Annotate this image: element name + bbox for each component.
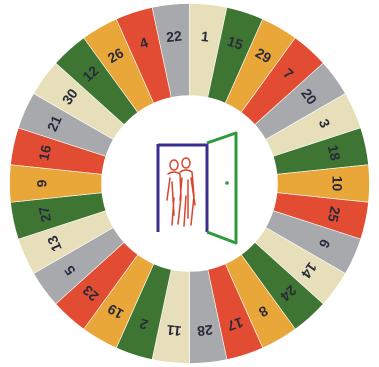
segment-number: 22 <box>165 28 182 46</box>
segment-number: 11 <box>166 322 183 339</box>
segment-number: 9 <box>34 179 50 187</box>
door-knob-shape <box>225 181 229 185</box>
center-disc <box>102 96 278 272</box>
segment-number: 28 <box>196 322 213 340</box>
segment-number: 10 <box>330 176 346 192</box>
